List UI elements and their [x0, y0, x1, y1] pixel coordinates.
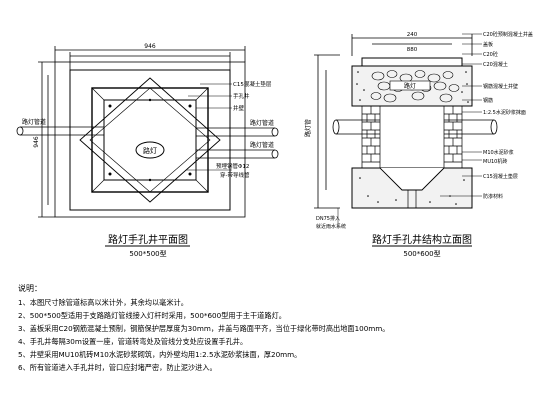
section-texts: 240 880 路灯管 路灯 C20砼预制混凝土井盖 盖板 C20砼 C20混凝…: [304, 31, 533, 258]
section-title: 路灯手孔井结构立面图: [372, 233, 472, 246]
section-dim-top2-label: 880: [407, 47, 418, 53]
plan-texts: 946 946 路灯 C15混凝土垫层 手孔井 井壁 预埋钢管Φ12 穿-带导线…: [22, 43, 274, 258]
notes-line-2: 2、500*500型适用于支路路灯管线接入灯杆时采用，500*600型用于主干道…: [18, 311, 286, 320]
section-wall-right: [443, 105, 463, 169]
section-callout-6: 钢筋: [483, 97, 493, 104]
plan-callout-4: 预埋钢管Φ12: [216, 162, 249, 170]
section-view: [314, 33, 498, 247]
section-callout-10: C15混凝土垫层: [483, 173, 518, 180]
plan-callout-1: C15混凝土垫层: [233, 80, 272, 88]
section-subtitle: 500*600型: [403, 249, 440, 258]
plan-callout-5: 穿-带导线管: [220, 171, 250, 179]
plan-pipe-label-1: 路灯管道: [22, 118, 46, 126]
section-callout-1: C20砼预制混凝土井盖: [483, 31, 533, 38]
notes-line-4: 4、手孔井每隔30m设置一座，管道转弯处及管线分支处应设置手孔井。: [18, 337, 248, 346]
notes-heading: 说明：: [18, 284, 42, 293]
plan-view: [16, 46, 279, 247]
section-dim-top-label: 240: [407, 32, 418, 38]
section-callout-7: 1:2.5水泥砂浆抹面: [483, 109, 526, 116]
plan-lamp-label: 路灯: [143, 146, 157, 155]
section-inner-label: 路灯: [404, 82, 416, 90]
section-callout-8: M10水泥砂浆: [483, 149, 514, 156]
section-cover-slab: [361, 57, 463, 67]
plan-lamp-circle: [135, 141, 165, 159]
plan-callout-3: 井壁: [233, 104, 245, 112]
section-callout-2: 盖板: [483, 41, 493, 48]
plan-view-diagram: 946 946 路灯 C15混凝土垫层 手孔井 井壁 预埋钢管Φ12 穿-带导线…: [16, 31, 533, 258]
plan-pipe-right-2: [196, 149, 279, 159]
plan-rebar-diamond: [79, 77, 221, 203]
notes-line-6: 6、所有管道进入手孔井时，管口应封堵严密，防止泥沙进入。: [18, 363, 217, 372]
section-callout-11: 防渗材料: [483, 193, 503, 200]
section-callout-3: C20砼: [483, 51, 498, 58]
section-pipe-right: [444, 119, 498, 135]
section-callout-5: 钢筋混凝土井壁: [483, 83, 518, 90]
section-bottom-note2: 就近雨水系统: [316, 223, 346, 230]
section-dim-left-label: 路灯管: [304, 119, 312, 137]
plan-pipe-label-2: 路灯管道: [250, 119, 274, 127]
section-wall-left: [361, 105, 381, 169]
notes-block: 说明： 1、本图尺寸除管道标高以米计外，其余均以毫米计。 2、500*500型适…: [18, 282, 538, 374]
plan-dim-top-label: 946: [144, 43, 156, 50]
plan-cushion: [69, 69, 231, 211]
notes-line-5: 5、井壁采用MU10机砖M10水泥砂浆砌筑，内外壁均用1:2.5水泥砂浆抹面，厚…: [18, 350, 302, 359]
plan-title: 路灯手孔井平面图: [108, 233, 188, 246]
section-callout-4: C20混凝土: [483, 61, 508, 68]
notes-line-1: 1、本图尺寸除管道标高以米计外，其余均以毫米计。: [18, 298, 188, 307]
plan-subtitle: 500*500型: [129, 249, 166, 258]
plan-wall-outer: [91, 87, 209, 193]
plan-wall-inner: [103, 99, 197, 181]
notes-line-3: 3、盖板采用C20钢筋混凝土预制，钢筋保护层厚度为30mm，井盖与路面平齐，当位…: [18, 324, 390, 333]
section-bottom-note: DN75排入: [316, 215, 340, 222]
section-callout-9: MU10机砖: [483, 158, 507, 165]
plan-pipe-left: [16, 126, 104, 136]
plan-pipe-right-1: [196, 127, 279, 137]
plan-callout-2: 手孔井: [233, 92, 250, 100]
plan-pipe-label-3: 路灯管道: [250, 141, 274, 149]
plan-dim-left-label: 946: [33, 136, 40, 148]
plan-outer-frame: [54, 61, 246, 218]
section-pipe-left: [332, 119, 380, 135]
